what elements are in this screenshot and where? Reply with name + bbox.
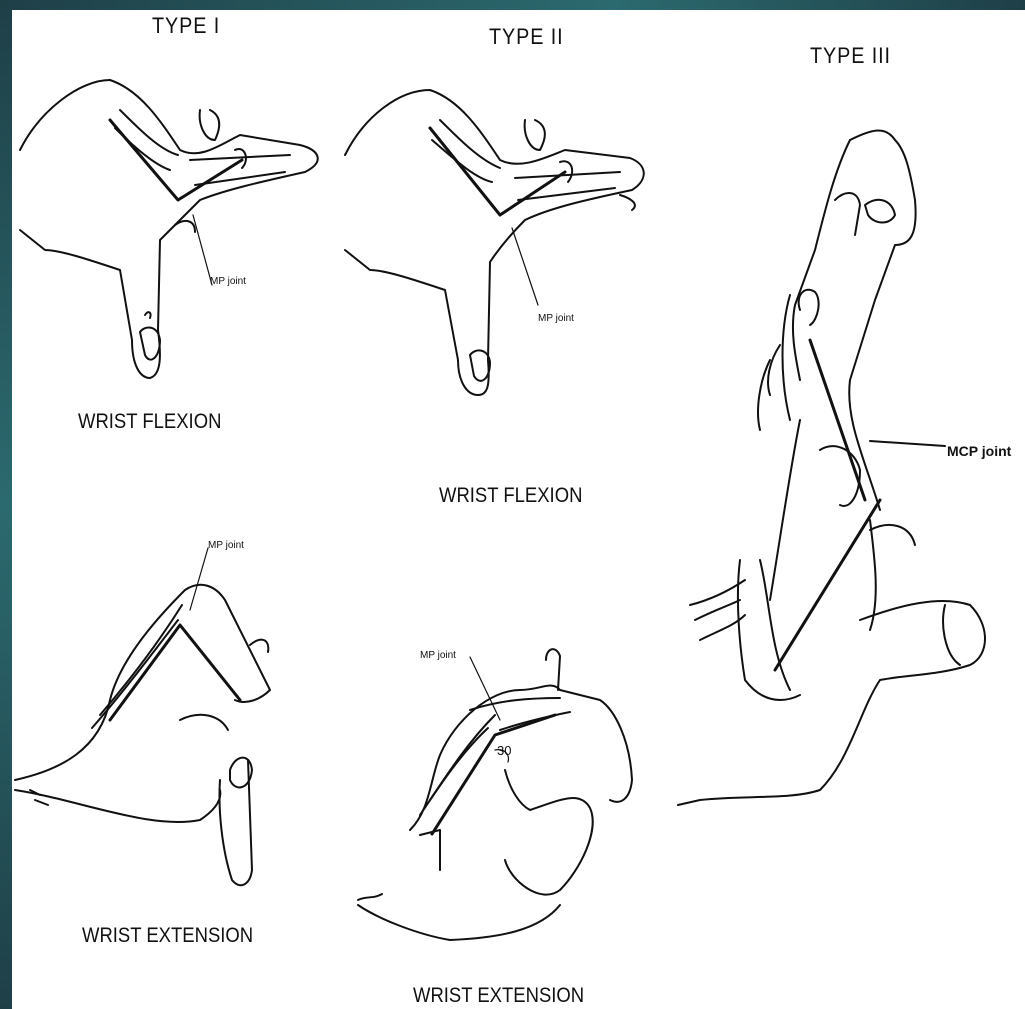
slide-frame-left [0,0,12,1009]
type2-extension-caption: WRIST EXTENSION [413,984,584,1008]
type2-extension-joint-label: MP joint [420,650,456,661]
type2-extension-angle-label: 30 [497,743,511,758]
type1-flexion-hand-drawing [20,80,318,378]
slide-frame-top [0,0,1025,10]
type3-hand-drawing [678,131,985,805]
type2-title: TYPE II [489,24,564,50]
type1-extension-joint-label: MP joint [208,540,244,551]
type3-title: TYPE III [810,43,891,69]
type1-flexion-joint-label: MP joint [210,276,246,287]
type1-title: TYPE I [152,13,220,39]
type2-flexion-joint-label: MP joint [538,313,574,324]
type2-flexion-caption: WRIST FLEXION [439,484,582,508]
illustration-canvas: TYPE I TYPE II TYPE III MP joint WRIST F… [12,10,1025,1009]
hand-drawings [12,10,1025,1009]
type1-extension-caption: WRIST EXTENSION [82,924,253,948]
type3-joint-label: MCP joint [947,443,1011,459]
type1-extension-hand-drawing [15,548,270,885]
type1-flexion-caption: WRIST FLEXION [78,410,221,434]
type2-extension-hand-drawing [358,649,632,940]
type2-flexion-hand-drawing [345,90,644,395]
